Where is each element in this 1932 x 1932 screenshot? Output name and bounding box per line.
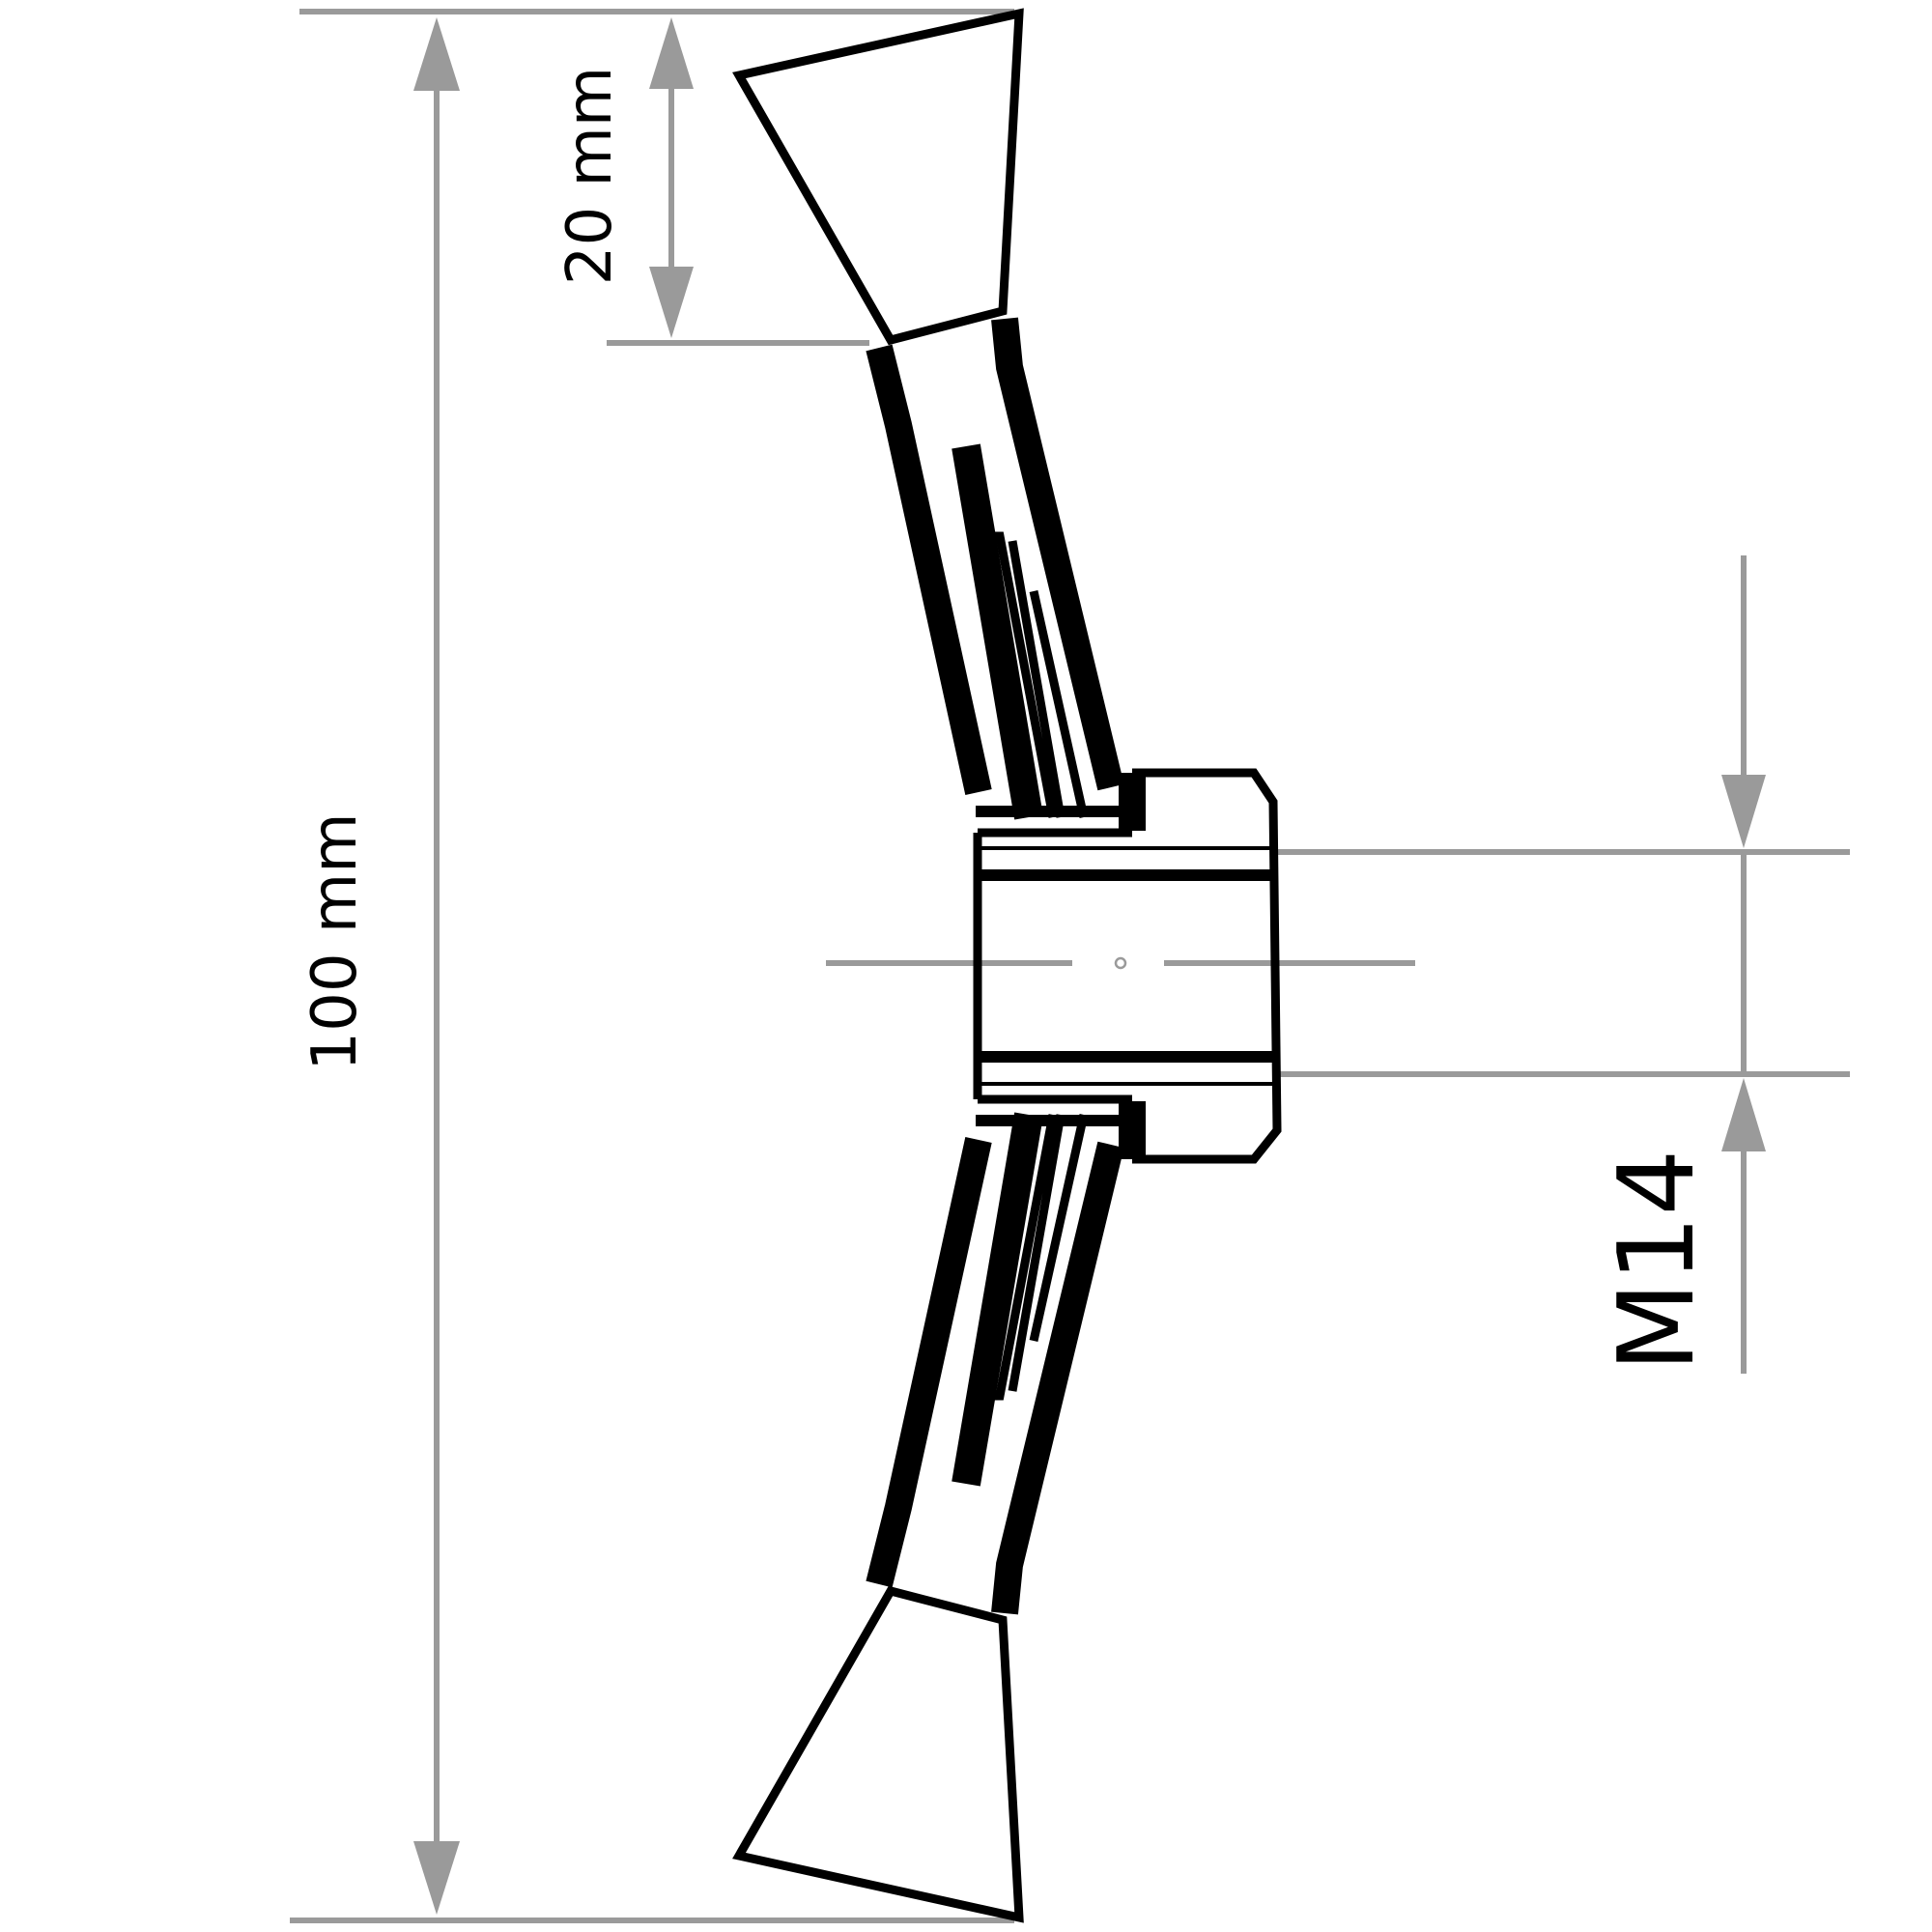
outer-arm-bottom-right — [991, 1141, 1124, 1615]
trim-length-dimension: 20 mm — [554, 17, 869, 346]
overall-diameter-dimension: 100 mm — [290, 9, 1014, 1923]
outer-arm-bottom-left — [866, 1137, 992, 1588]
brush-body — [732, 8, 1282, 1923]
arrow-down-icon — [649, 267, 694, 338]
overall-diameter-label: 100 mm — [299, 812, 371, 1070]
thread-label: M14 — [1597, 1150, 1718, 1373]
thread-dimension: M14 — [1275, 555, 1850, 1374]
arrow-up-icon — [1721, 1078, 1766, 1151]
inner-bar-bottom — [952, 1112, 1043, 1487]
arrow-down-icon — [1721, 775, 1766, 848]
threaded-hub — [973, 768, 1282, 1164]
outer-arm-top-right — [991, 317, 1124, 791]
arrow-up-icon — [649, 17, 694, 89]
center-axis — [826, 956, 1415, 970]
bristle-flare-bottom — [732, 1585, 1024, 1923]
outer-arm-top-left — [866, 344, 992, 795]
inner-bar-top — [952, 443, 1043, 820]
center-point — [1114, 956, 1127, 970]
bristle-flare-top — [732, 8, 1024, 346]
inner-loop-top — [987, 531, 1089, 818]
inner-loop-bottom — [987, 1114, 1089, 1401]
arrow-up-icon — [413, 17, 460, 91]
trim-length-label: 20 mm — [554, 67, 626, 285]
arrow-down-icon — [413, 1841, 460, 1915]
